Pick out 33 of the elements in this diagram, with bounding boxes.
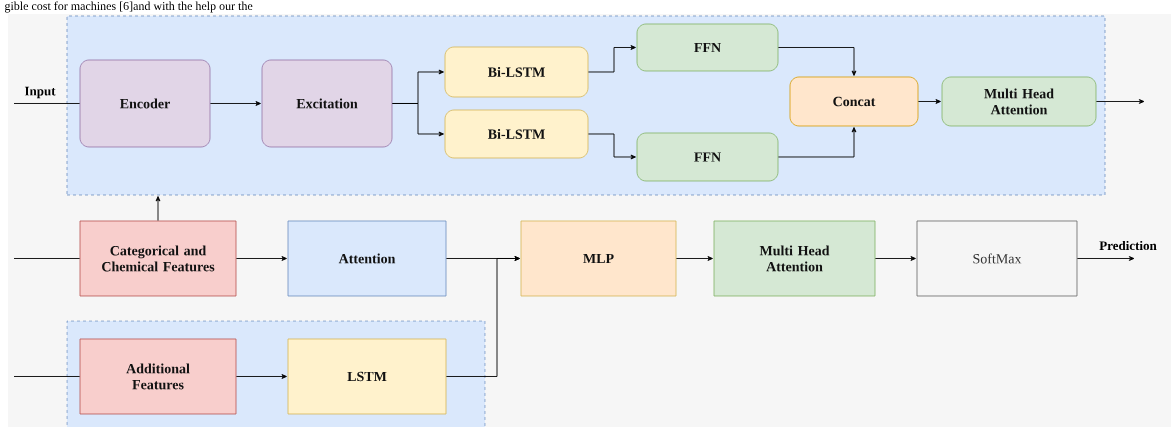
rounded-box: Encoder — [79, 59, 211, 148]
rounded-box: FFN — [636, 132, 779, 182]
process-box: LSTM — [287, 338, 447, 415]
arrow — [587, 133, 636, 160]
edge-label: Input — [24, 86, 56, 99]
arrow — [675, 256, 713, 261]
arrow — [155, 196, 161, 222]
process-box: Categorical and Chemical Features — [79, 220, 237, 297]
process-box: Multi Head Attention — [713, 220, 876, 297]
arrow — [1095, 99, 1145, 104]
process-box: SoftMax — [916, 220, 1078, 297]
text-line: gible cost for machines [6]and with the help our the — [5, 1, 253, 13]
arrow — [391, 103, 444, 137]
process-box: MLP — [520, 220, 677, 297]
arrow — [874, 256, 916, 261]
arrow — [445, 256, 520, 377]
rounded-box: Bi-LSTM — [444, 46, 589, 98]
arrow — [235, 374, 287, 379]
arrow — [235, 256, 287, 261]
rounded-box: Bi-LSTM — [444, 109, 589, 159]
arrow — [777, 47, 857, 76]
arrow — [1076, 256, 1135, 261]
rounded-box: Excitation — [261, 59, 393, 148]
arrow — [917, 99, 941, 104]
edge-label: Prediction — [1099, 240, 1157, 251]
arrow — [777, 127, 857, 158]
arrow — [587, 45, 636, 73]
process-box: Attention — [287, 220, 447, 297]
arrow — [209, 101, 261, 106]
rounded-box: FFN — [636, 23, 779, 72]
process-box: Additional Features — [79, 338, 237, 415]
rounded-box: Concat — [789, 76, 919, 127]
rounded-box: Multi Head Attention — [941, 76, 1097, 127]
